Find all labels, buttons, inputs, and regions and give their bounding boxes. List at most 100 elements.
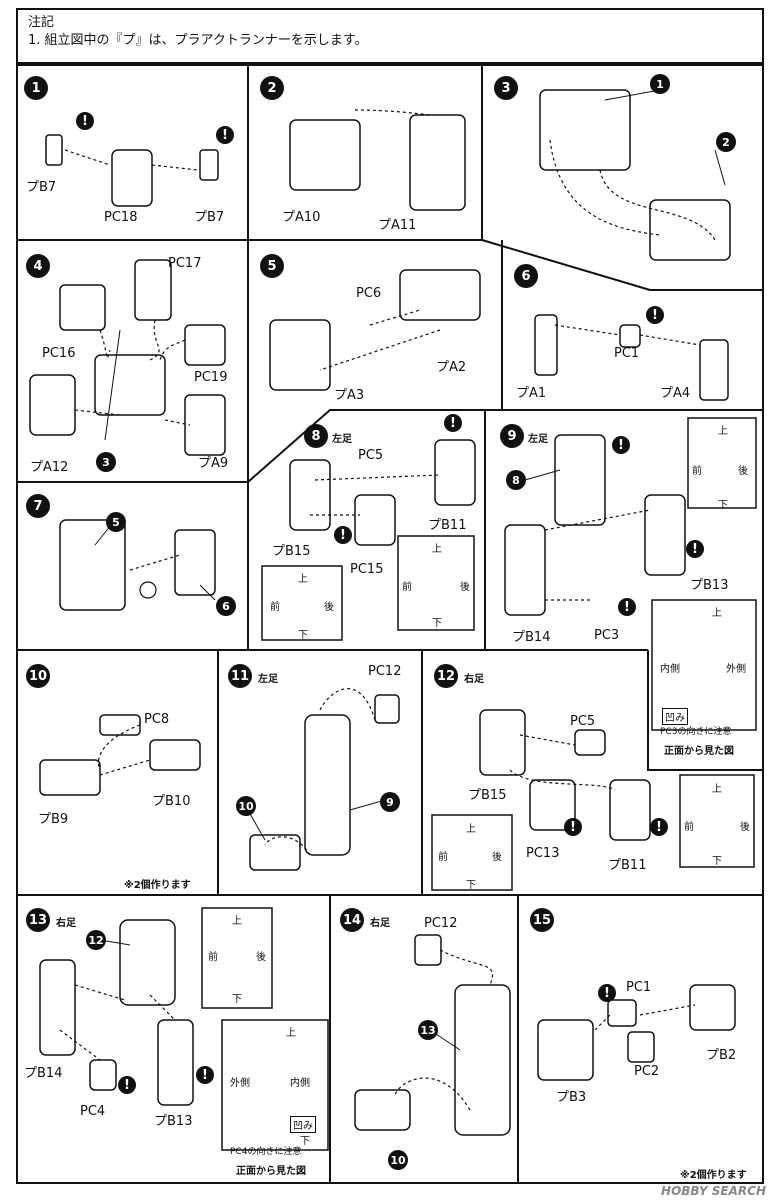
part-label: PC12 — [424, 916, 458, 931]
part-label: プA9 — [198, 456, 229, 471]
part-label: PC5 — [358, 448, 384, 463]
ref-step-badge: 9 — [380, 792, 400, 812]
warning-icon: ! — [686, 540, 704, 558]
part-label: プB13 — [154, 1114, 193, 1129]
part-label: プB15 — [272, 544, 311, 559]
warning-icon: ! — [118, 1076, 136, 1094]
detail-label-front: 前 — [402, 582, 412, 593]
step-11-badge: 11 — [228, 664, 252, 688]
warning-icon: ! — [650, 818, 668, 836]
part-label: プB11 — [428, 518, 467, 533]
step-8-side: 左足 — [332, 434, 352, 445]
make-two-note: ※2個作ります — [680, 1170, 747, 1181]
step-6-badge: 6 — [514, 264, 538, 288]
step-10-badge: 10 — [26, 664, 50, 688]
step-12-side: 右足 — [464, 674, 484, 685]
step-15-badge: 15 — [530, 908, 554, 932]
ref-step-badge: 3 — [96, 452, 116, 472]
step-3-badge: 3 — [494, 76, 518, 100]
part-label: PC15 — [350, 562, 384, 577]
step-9-badge: 9 — [500, 424, 524, 448]
front-view-note: PC3の向きに注意 — [660, 727, 732, 737]
part-label: プB15 — [468, 788, 507, 803]
detail-label-back: 後 — [492, 852, 502, 863]
front-view-top: 上 — [286, 1028, 296, 1039]
detail-label-bottom: 下 — [232, 994, 242, 1005]
step-9-side: 左足 — [528, 434, 548, 445]
detail-label-bottom: 下 — [298, 630, 308, 641]
part-label: プA2 — [436, 360, 467, 375]
detail-label-top: 上 — [712, 784, 722, 795]
detail-label-back: 後 — [460, 582, 470, 593]
front-view-bottom: 下 — [300, 1136, 310, 1147]
part-label: PC2 — [634, 1064, 660, 1079]
detail-label-bottom: 下 — [432, 618, 442, 629]
warning-icon: ! — [618, 598, 636, 616]
part-label: プA4 — [660, 386, 691, 401]
warning-icon: ! — [444, 414, 462, 432]
ref-step-badge: 5 — [106, 512, 126, 532]
part-label: プB2 — [706, 1048, 737, 1063]
part-label: プA10 — [282, 210, 321, 225]
front-view-caption: 正面から見た図 — [236, 1166, 306, 1177]
front-view-outer: 外側 — [726, 664, 746, 675]
warning-icon: ! — [598, 984, 616, 1002]
make-two-note: ※2個作ります — [124, 880, 191, 891]
warning-icon: ! — [646, 306, 664, 324]
step-14-side: 右足 — [370, 918, 390, 929]
part-label: PC18 — [104, 210, 138, 225]
ref-step-badge: 13 — [418, 1020, 438, 1040]
step-1-badge: 1 — [24, 76, 48, 100]
part-label: プA1 — [516, 386, 547, 401]
step-4-badge: 4 — [26, 254, 50, 278]
ref-step-badge: 10 — [388, 1150, 408, 1170]
detail-label-front: 前 — [684, 822, 694, 833]
notes-heading: 注記 — [28, 15, 55, 30]
warning-icon: ! — [216, 126, 234, 144]
front-view-dent: 凹み — [662, 708, 688, 725]
part-label: プA11 — [378, 218, 417, 233]
front-view-top: 上 — [712, 608, 722, 619]
part-label: プB11 — [608, 858, 647, 873]
part-label: PC4 — [80, 1104, 106, 1119]
step-7-badge: 7 — [26, 494, 50, 518]
front-view-outer: 外側 — [230, 1078, 250, 1089]
step-13-side: 右足 — [56, 918, 76, 929]
steps-frame — [16, 64, 764, 1184]
ref-step-badge: 2 — [716, 132, 736, 152]
front-view-inner: 内側 — [290, 1078, 310, 1089]
ref-step-badge: 1 — [650, 74, 670, 94]
step-12-badge: 12 — [434, 664, 458, 688]
step-5-badge: 5 — [260, 254, 284, 278]
detail-label-bottom: 下 — [712, 856, 722, 867]
part-label: プA12 — [30, 460, 69, 475]
part-label: プA3 — [334, 388, 365, 403]
step-14-badge: 14 — [340, 908, 364, 932]
step-11-side: 左足 — [258, 674, 278, 685]
detail-label-front: 前 — [208, 952, 218, 963]
part-label: PC1 — [614, 346, 640, 361]
warning-icon: ! — [564, 818, 582, 836]
part-label: PC19 — [194, 370, 228, 385]
part-label: PC16 — [42, 346, 76, 361]
warning-icon: ! — [612, 436, 630, 454]
step-2-badge: 2 — [260, 76, 284, 100]
part-label: PC5 — [570, 714, 596, 729]
warning-icon: ! — [196, 1066, 214, 1084]
part-label: PC12 — [368, 664, 402, 679]
ref-step-badge: 8 — [506, 470, 526, 490]
part-label: PC17 — [168, 256, 202, 271]
part-label: プB14 — [512, 630, 551, 645]
detail-label-bottom: 下 — [466, 880, 476, 891]
part-label: プB10 — [152, 794, 191, 809]
front-view-inner: 内側 — [660, 664, 680, 675]
part-label: プB7 — [26, 180, 57, 195]
step-8-badge: 8 — [304, 424, 328, 448]
detail-label-top: 上 — [718, 426, 728, 437]
warning-icon: ! — [76, 112, 94, 130]
part-label: プB14 — [24, 1066, 63, 1081]
detail-label-bottom: 下 — [718, 500, 728, 511]
front-view-dent: 凹み — [290, 1116, 316, 1133]
detail-label-top: 上 — [232, 916, 242, 927]
